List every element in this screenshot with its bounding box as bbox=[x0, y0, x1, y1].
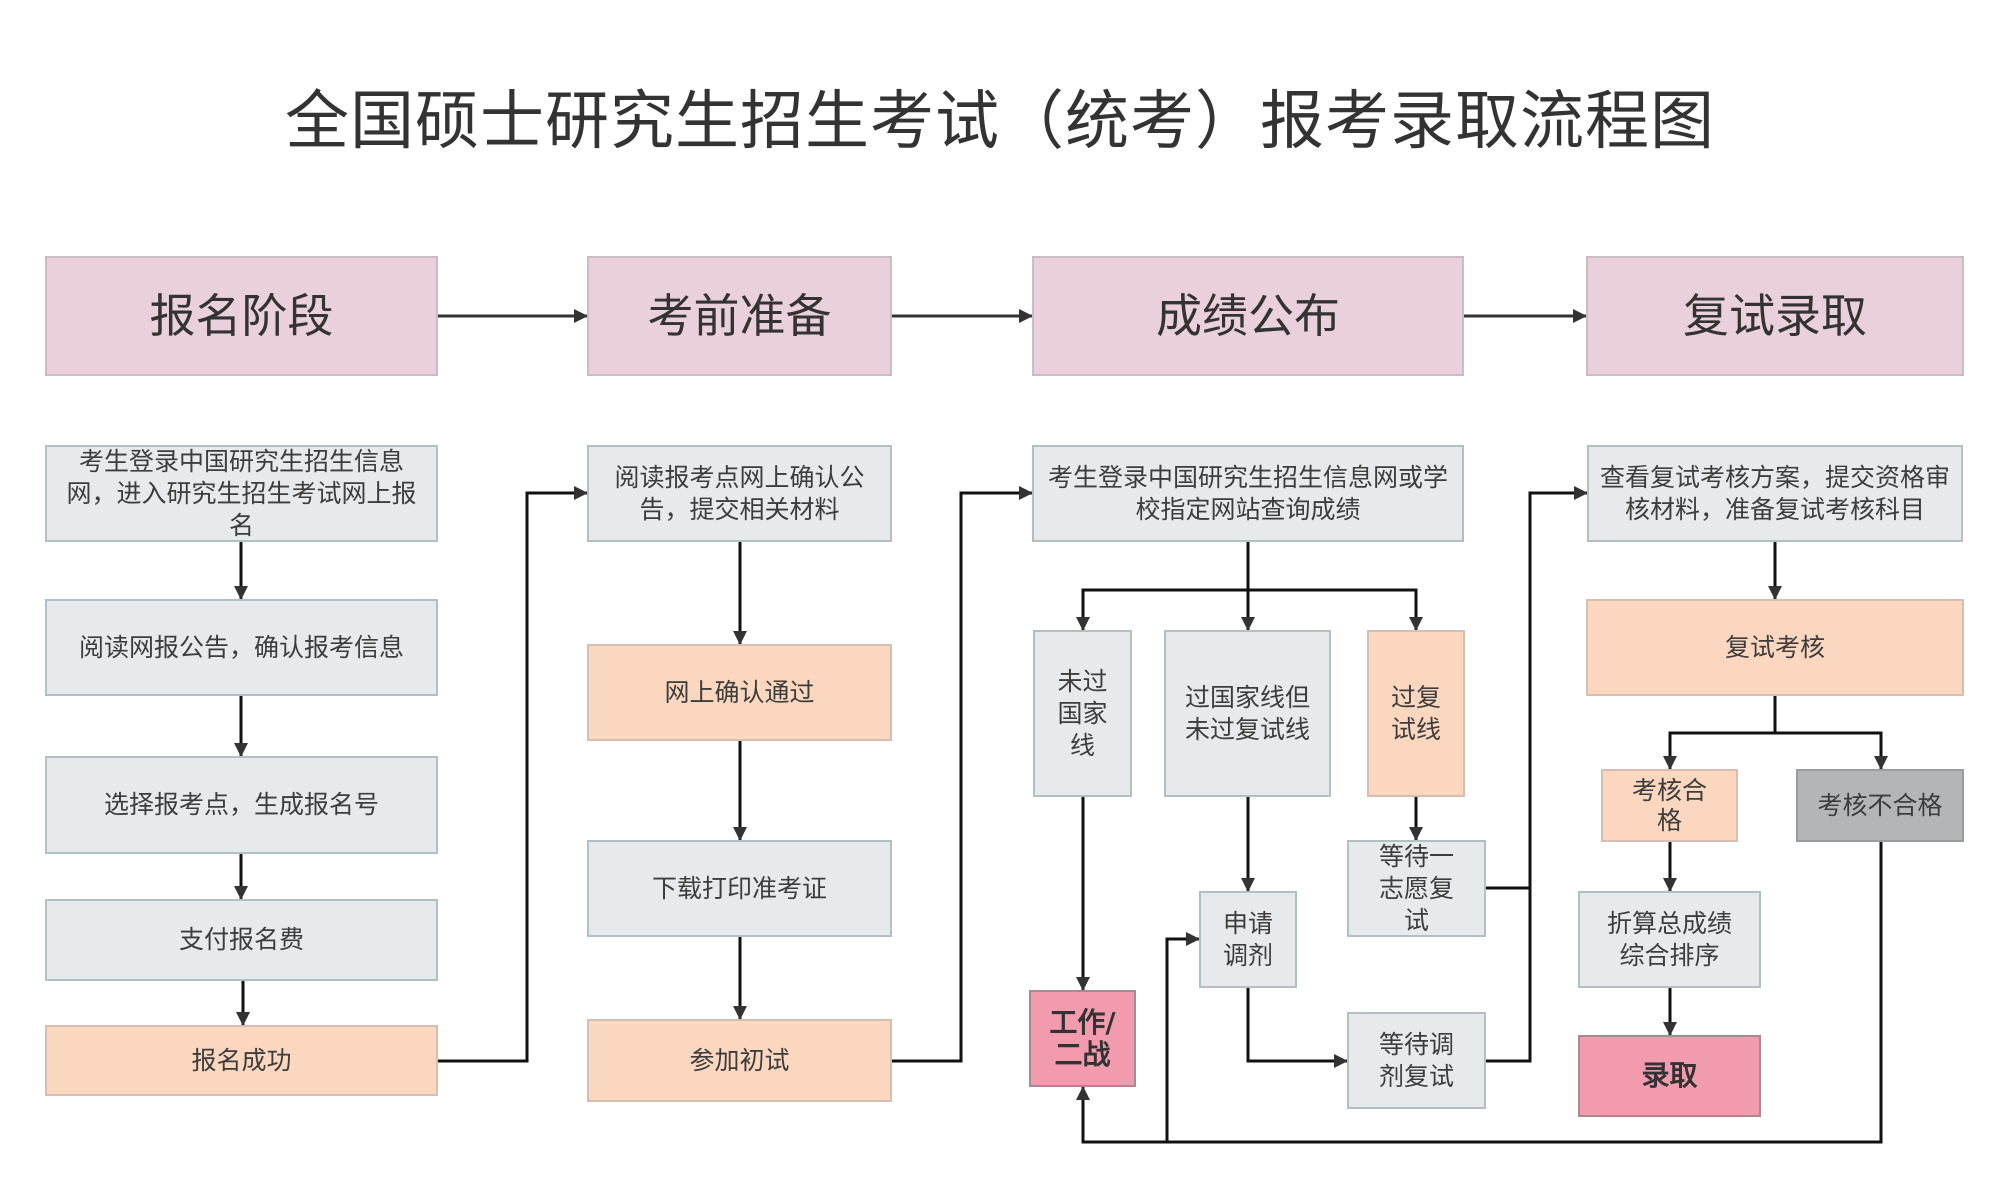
step-text: 等待一志愿复试 bbox=[1378, 841, 1454, 935]
step-query-scores: 考生登录中国研究生招生信息网或学校指定网站查询成绩 bbox=[1032, 445, 1464, 542]
diagram-title: 全国硕士研究生招生考试（统考）报考录取流程图 bbox=[285, 85, 1715, 159]
stage-preparation: 考前准备 bbox=[587, 256, 892, 376]
step-print-admission-ticket: 下载打印准考证 bbox=[587, 840, 892, 937]
step-text: 工作/二战 bbox=[1049, 1005, 1116, 1071]
step-read-notice: 阅读网报公告，确认报考信息 bbox=[45, 599, 438, 696]
step-text: 阅读网报公告，确认报考信息 bbox=[78, 632, 404, 662]
step-retest: 复试考核 bbox=[1586, 599, 1964, 696]
arrow bbox=[1486, 486, 1588, 890]
connector bbox=[1486, 888, 1532, 1063]
step-text: 录取 bbox=[1641, 1059, 1698, 1092]
step-wait-adjust-retest: 等待调剂复试 bbox=[1347, 1012, 1486, 1109]
arrow bbox=[1165, 932, 1200, 1142]
arrow bbox=[1663, 696, 1777, 770]
stage-label: 成绩公布 bbox=[1156, 289, 1340, 343]
arrow bbox=[1076, 542, 1250, 631]
step-text: 阅读报考点网上确认公告，提交相关材料 bbox=[614, 462, 865, 524]
step-text: 选择报考点，生成报名号 bbox=[103, 790, 379, 819]
step-online-confirm-passed: 网上确认通过 bbox=[587, 644, 892, 741]
arrow bbox=[1248, 588, 1423, 631]
step-text: 等待调剂复试 bbox=[1378, 1029, 1454, 1091]
stage-results: 成绩公布 bbox=[1032, 256, 1464, 376]
step-pay-fee: 支付报名费 bbox=[45, 899, 438, 981]
step-ranking: 折算总成绩综合排序 bbox=[1578, 891, 1761, 988]
step-login-register: 考生登录中国研究生招生信息网，进入研究生招生考试网上报名 bbox=[45, 445, 438, 542]
step-text: 考生登录中国研究生招生信息网或学校指定网站查询成绩 bbox=[1047, 462, 1448, 524]
stage-label: 报名阶段 bbox=[149, 289, 334, 343]
stage-registration: 报名阶段 bbox=[45, 256, 438, 376]
outcome-admitted: 录取 bbox=[1578, 1035, 1761, 1117]
step-apply-adjustment: 申请调剂 bbox=[1199, 891, 1297, 988]
step-text: 参加初试 bbox=[689, 1045, 790, 1075]
step-text: 网上确认通过 bbox=[664, 677, 815, 707]
outcome-retest-fail: 考核不合格 bbox=[1796, 769, 1964, 842]
arrow bbox=[438, 486, 588, 1063]
step-text: 考生登录中国研究生招生信息网，进入研究生招生考试网上报名 bbox=[66, 446, 417, 540]
stage-label: 考前准备 bbox=[647, 289, 832, 343]
step-text: 未过国家线 bbox=[1057, 666, 1108, 760]
step-text: 过复试线 bbox=[1390, 682, 1441, 744]
step-text: 报名成功 bbox=[191, 1045, 292, 1075]
step-text: 考核不合格 bbox=[1817, 790, 1943, 820]
step-text: 复试考核 bbox=[1724, 632, 1825, 662]
step-text: 下载打印准考证 bbox=[651, 873, 827, 903]
step-text: 支付报名费 bbox=[178, 925, 304, 954]
step-wait-first-choice: 等待一志愿复试 bbox=[1347, 840, 1486, 937]
step-registration-success: 报名成功 bbox=[45, 1025, 438, 1096]
step-read-confirm-notice: 阅读报考点网上确认公告，提交相关材料 bbox=[587, 445, 892, 542]
outcome-fail-national-line: 未过国家线 bbox=[1033, 630, 1132, 797]
step-text: 申请调剂 bbox=[1222, 908, 1273, 970]
step-review-retest-plan: 查看复试考核方案，提交资格审核材料，准备复试考核科目 bbox=[1587, 445, 1963, 542]
arrow bbox=[892, 486, 1033, 1063]
step-text: 过国家线但未过复试线 bbox=[1184, 682, 1310, 744]
outcome-work-or-retry: 工作/二战 bbox=[1029, 990, 1136, 1087]
stage-label: 复试录取 bbox=[1683, 289, 1867, 343]
step-text: 查看复试考核方案，提交资格审核材料，准备复试考核科目 bbox=[1599, 462, 1950, 524]
stage-admission: 复试录取 bbox=[1586, 256, 1964, 376]
step-choose-site: 选择报考点，生成报名号 bbox=[45, 756, 438, 854]
outcome-pass-retest-line: 过复试线 bbox=[1367, 630, 1465, 797]
outcome-retest-pass: 考核合格 bbox=[1601, 769, 1738, 842]
arrow bbox=[1076, 842, 1883, 1144]
outcome-pass-national-fail-retest: 过国家线但未过复试线 bbox=[1164, 630, 1331, 797]
step-text: 折算总成绩综合排序 bbox=[1606, 908, 1732, 970]
step-take-initial-exam: 参加初试 bbox=[587, 1019, 892, 1102]
arrow bbox=[1246, 988, 1348, 1068]
arrow bbox=[1775, 731, 1888, 770]
step-text: 考核合格 bbox=[1631, 775, 1707, 835]
